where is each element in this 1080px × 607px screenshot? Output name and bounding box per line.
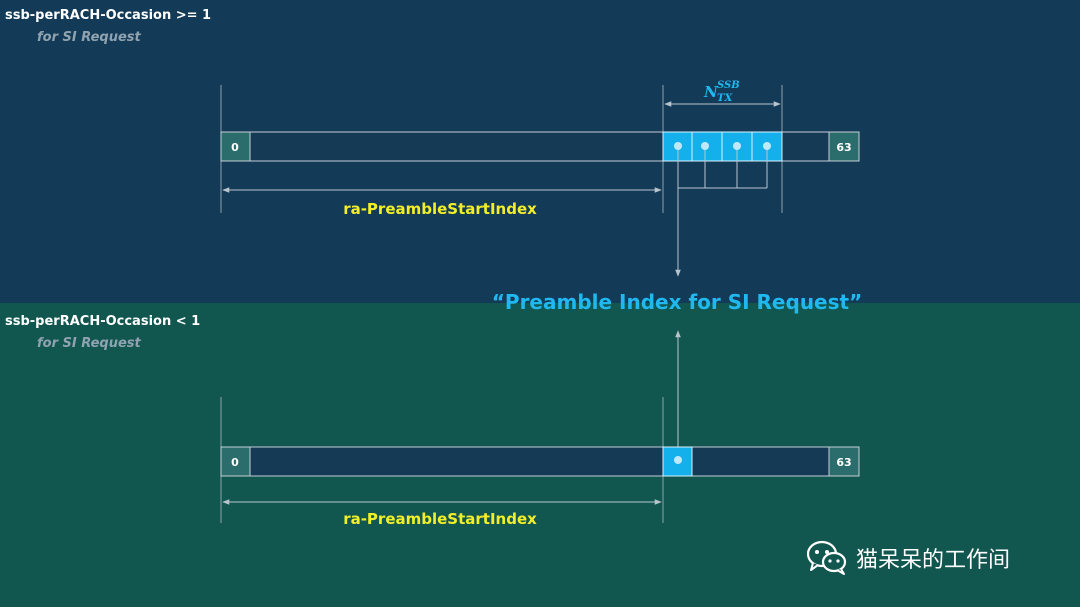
bottom-end-label: 63: [836, 456, 851, 469]
ntx-label-sup: SSB: [717, 80, 740, 91]
preamble-index-label: “Preamble Index for SI Request”: [492, 290, 862, 314]
bottom-slot-dot-1: [674, 456, 682, 464]
top-slot-dot-2: [701, 142, 709, 150]
bottom-heading: ssb-perRACH-Occasion < 1: [5, 314, 201, 329]
watermark: 猫呆呆的工作间: [806, 538, 1010, 578]
bottom-subheading: for SI Request: [37, 336, 141, 351]
bottom-start-cell: [220, 446, 251, 477]
watermark-text: 猫呆呆的工作间: [856, 548, 1011, 573]
top-range-label: ra-PreambleStartIndex: [343, 200, 537, 218]
top-slot-dot-3: [733, 142, 741, 150]
top-start-label: 0: [231, 141, 239, 154]
top-start-cell: [220, 131, 251, 162]
bottom-range-label: ra-PreambleStartIndex: [343, 510, 537, 528]
wechat-icon: [806, 540, 847, 575]
ntx-label-sub: TX: [717, 93, 733, 104]
top-heading: ssb-perRACH-Occasion >= 1: [5, 8, 212, 23]
ntx-label-main: N: [703, 83, 719, 101]
top-end-label: 63: [836, 141, 851, 154]
bottom-end-cell: [828, 446, 860, 477]
slot-bracket: [677, 150, 768, 189]
top-subheading: for SI Request: [37, 30, 141, 45]
bottom-start-label: 0: [231, 456, 239, 469]
top-slot-dot-1: [674, 142, 682, 150]
top-slot-dot-4: [763, 142, 771, 150]
top-end-cell: [828, 131, 860, 162]
bottom-preamble-bar: [220, 446, 860, 477]
